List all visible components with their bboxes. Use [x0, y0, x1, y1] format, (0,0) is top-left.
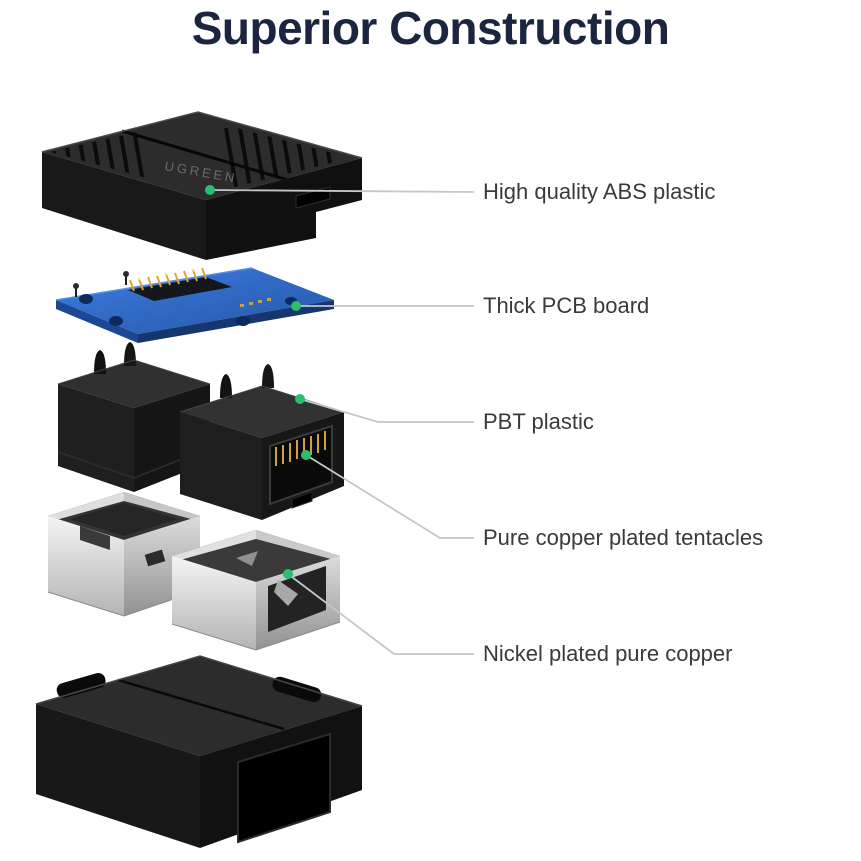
- shield-right-rim-side: [256, 530, 340, 559]
- callout-label-nickel-shield: Nickel plated pure copper: [483, 641, 733, 666]
- pcb-screw-pins: [73, 271, 129, 297]
- pcb-top-face: [56, 268, 334, 334]
- housing-edge-highlight: [35, 655, 363, 707]
- page-title: Superior Construction: [191, 2, 670, 54]
- pcb-front-edge: [138, 300, 334, 343]
- pcb-connector-block: [128, 277, 232, 301]
- shield-left-step-cut: [80, 526, 110, 550]
- shield-right-bent-tab: [274, 580, 298, 606]
- pcb-board: [55, 267, 334, 343]
- callout-dot-pcb-board: [291, 301, 301, 311]
- housing-slot-left: [56, 673, 106, 698]
- callout-dot-copper-contacts: [301, 450, 311, 460]
- callout-label-copper-contacts: Pure copper plated tentacles: [483, 525, 764, 550]
- jack-right-front-face: [180, 412, 262, 520]
- rj45-latch-notch: [291, 491, 313, 509]
- jack-right-pin-nub-2: [262, 364, 274, 388]
- housing-seam: [117, 678, 285, 731]
- callout-label-pbt-plastic: PBT plastic: [483, 409, 594, 434]
- callout-dot-abs-plastic: [205, 185, 215, 195]
- housing-slot-right: [272, 676, 322, 703]
- shield-right-inner-tab: [236, 551, 258, 566]
- abs-cover-left-face: [42, 152, 206, 260]
- metal-shield-right: [171, 530, 341, 651]
- shield-left-floor: [70, 503, 178, 536]
- abs-cover-edge-highlight: [41, 111, 363, 159]
- leader-line-abs-plastic: [209, 189, 475, 193]
- jack-left-pin-nub-1: [94, 350, 106, 374]
- callout-label-abs-plastic: High quality ABS plastic: [483, 179, 716, 204]
- housing-front-face: [36, 704, 200, 848]
- rj45-port-opening: [269, 424, 333, 506]
- leader-line-pbt-plastic: [299, 398, 474, 423]
- callout-leader-lines: [209, 189, 475, 655]
- shield-left-rim-back: [48, 492, 124, 520]
- shield-right-front-wall: [172, 556, 256, 650]
- callout-dots: [205, 185, 311, 579]
- pcb-mounting-holes: [79, 294, 297, 326]
- pcb-solder-pads: [240, 298, 271, 307]
- shield-right-bottom-edge: [171, 621, 341, 651]
- pcb-gold-pins: [129, 267, 207, 292]
- callout-dot-pbt-plastic: [295, 394, 305, 404]
- pcb-left-edge: [56, 300, 138, 343]
- leader-line-copper-contacts: [305, 454, 474, 539]
- jack-left-front-face: [58, 384, 134, 492]
- copper-contact-pins: [275, 431, 326, 466]
- abs-cover-seam: [121, 129, 289, 182]
- jack-right-pin-nub-1: [220, 374, 232, 398]
- callout-dot-nickel-shield: [283, 569, 293, 579]
- abs-top-cover: UGREEN: [41, 111, 363, 260]
- jack-left-edge-highlight: [57, 359, 211, 385]
- shield-right-rim-back: [172, 530, 256, 560]
- bottom-housing: [35, 655, 363, 848]
- callout-label-pcb-board: Thick PCB board: [483, 293, 650, 318]
- shield-left-tab-hole: [144, 549, 166, 567]
- abs-cover-right-face: [206, 158, 362, 260]
- shield-left-rim-side: [124, 492, 200, 519]
- pcb-pin-highlights: [137, 268, 195, 281]
- housing-port-opening: [237, 732, 331, 844]
- leader-line-nickel-shield: [287, 573, 474, 655]
- shield-right-cutout-window: [268, 566, 326, 632]
